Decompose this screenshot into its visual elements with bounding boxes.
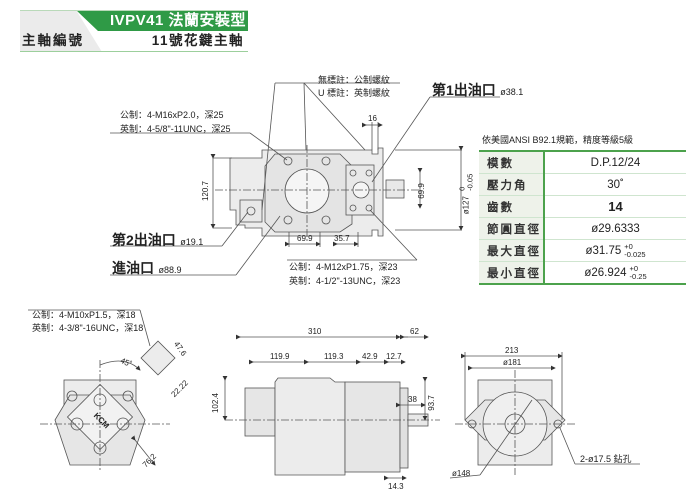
dim-93-7: 93.7	[426, 395, 436, 411]
header-bottom-rule	[20, 51, 248, 52]
rear-port-imperial: 英制：4-3/8"-16UNC，深18	[32, 323, 144, 333]
inlet-diameter: ø88.9	[158, 265, 182, 275]
spec-label: 節圓直徑	[479, 217, 545, 240]
dim-14-3: 14.3	[388, 482, 404, 491]
dim-69-9-vertical: 69.9	[416, 183, 426, 199]
spec-label: 齒數	[479, 195, 545, 218]
port-a-imperial: 英制：4-5/8"-11UNC，深25	[120, 124, 231, 134]
tolerance: +0-0.25	[629, 263, 647, 281]
mounting-holes-note: 2-ø17.5 鉆孔	[580, 454, 632, 464]
dim-119-3: 119.3	[324, 352, 344, 361]
thread-note-u: U 標註：英制螺紋	[318, 88, 391, 98]
inlet-callout: 進油口 ø88.9	[112, 258, 181, 278]
dim-12-7: 12.7	[386, 352, 402, 361]
dim-119-9: 119.9	[270, 352, 290, 361]
rear-view-drawing	[28, 309, 176, 470]
rear-port-metric: 公制：4-M10xP1.5，深18	[32, 310, 136, 320]
dim-148: ø148	[452, 469, 471, 478]
shaft-value: 11號花鍵主軸	[151, 33, 244, 48]
dim-42-9: 42.9	[362, 352, 378, 361]
dim-35-7: 35.7	[334, 234, 350, 243]
dim-310: 310	[308, 327, 322, 336]
dim-213: 213	[505, 346, 519, 355]
spec-value-cell: ø31.75+0-0.025	[544, 239, 686, 262]
spec-caption: 依美國ANSI B92.1規範，精度等級5級	[482, 135, 634, 145]
spec-value: 30˚	[544, 173, 686, 196]
port-b-imperial: 英制：4-1/2"-13UNC，深23	[289, 276, 401, 286]
spec-value-cell: ø26.924+0-0.25	[544, 261, 686, 285]
outlet2-label: 第2出油口	[112, 232, 176, 248]
header-top-rule	[20, 10, 248, 11]
thread-note-none: 無標註：公制螺紋	[318, 75, 391, 85]
outlet1-callout: 第1出油口 ø38.1	[432, 80, 523, 100]
dim-102-4: 102.4	[211, 392, 221, 414]
dim-120-7: 120.7	[201, 180, 211, 202]
outlet2-diameter: ø19.1	[180, 237, 204, 247]
dim-38: 38	[408, 395, 417, 404]
dim-62: 62	[410, 327, 419, 336]
outlet2-callout: 第2出油口 ø19.1	[112, 230, 203, 250]
spec-value: 14	[544, 195, 686, 218]
dim-127: ø127 0-0.05	[457, 173, 475, 215]
spec-label: 最小直徑	[479, 261, 545, 285]
header-green-tab	[76, 10, 248, 31]
dim-181: ø181	[503, 358, 522, 367]
spec-value: ø29.6333	[544, 217, 686, 240]
outlet1-label: 第1出油口	[432, 82, 496, 98]
spec-label: 模數	[479, 151, 545, 174]
outlet1-diameter: ø38.1	[500, 87, 524, 97]
port-b-metric: 公制：4-M12xP1.75，深23	[289, 262, 398, 272]
front-view-drawing	[449, 352, 640, 479]
dim-16: 16	[368, 114, 377, 123]
dim-69-9-horizontal: 69.9	[297, 234, 313, 243]
tolerance: +0-0.025	[624, 241, 646, 259]
model-title: IVPV41 法蘭安裝型	[109, 12, 246, 29]
spec-value: D.P.12/24	[544, 151, 686, 174]
shaft-label: 主軸編號	[22, 33, 84, 48]
side-view-drawing	[222, 334, 440, 481]
port-a-metric: 公制：4-M16xP2.0，深25	[120, 110, 224, 120]
top-view-drawing	[110, 82, 500, 276]
inlet-label: 進油口	[112, 260, 154, 276]
spec-label: 最大直徑	[479, 239, 545, 262]
spec-label: 壓力角	[479, 173, 545, 196]
